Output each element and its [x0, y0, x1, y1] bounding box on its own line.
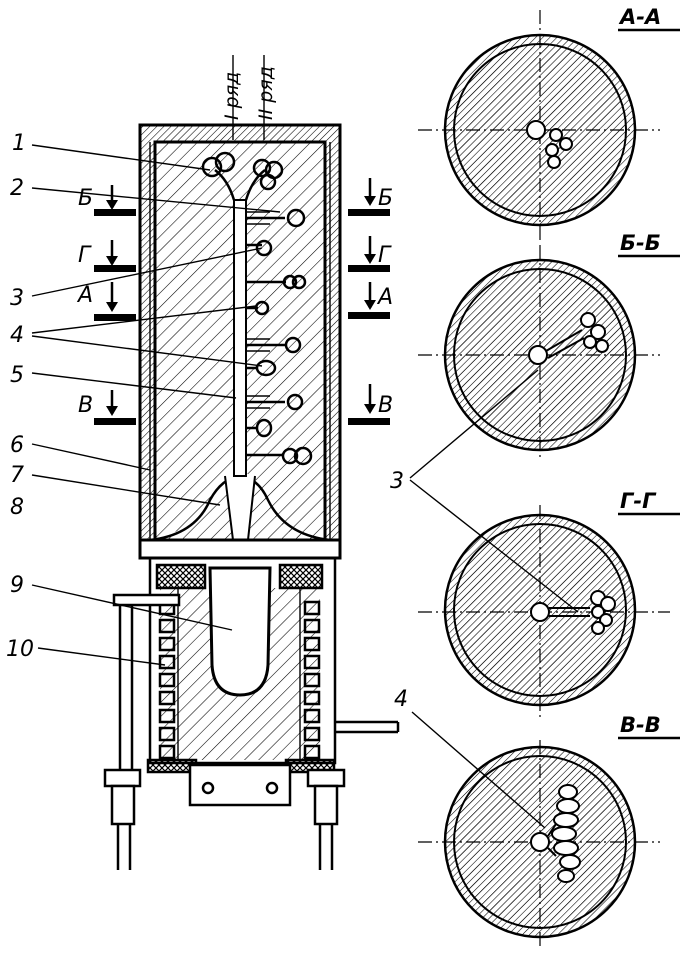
callout-6: 6	[10, 433, 24, 458]
section-title-aa: А-А	[618, 5, 661, 29]
row-label-1: I ряд	[221, 72, 243, 120]
callout-9: 9	[10, 573, 24, 598]
section-title-bb: Б-Б	[620, 231, 661, 255]
callout-5: 5	[10, 363, 24, 388]
row-label-2: II ряд	[255, 66, 277, 120]
callout-4: 4	[10, 323, 24, 348]
mark-v-left: В	[78, 393, 93, 418]
callout-3-right: 3	[390, 469, 404, 494]
section-title-gg: Г-Г	[620, 489, 657, 513]
insulator-left	[155, 563, 207, 590]
crucible	[208, 566, 272, 697]
callout-7: 7	[10, 463, 24, 488]
mark-a-right: А	[376, 285, 393, 310]
heating-coil-left	[158, 600, 176, 760]
base-plate	[138, 538, 342, 560]
mold-assembly	[103, 123, 400, 870]
callout-4-right: 4	[394, 687, 408, 712]
patterns-row-1	[246, 239, 277, 438]
section-title-vv: В-В	[620, 713, 661, 737]
callouts-right: 3 4	[390, 369, 579, 829]
callout-1: 1	[12, 131, 26, 156]
callout-2: 2	[10, 176, 24, 201]
heater-block	[146, 556, 337, 807]
lead-left	[103, 593, 181, 870]
patterns-row-2	[246, 208, 313, 466]
mark-b-left: Б	[78, 186, 93, 211]
insulator-right	[278, 563, 324, 590]
callout-8: 8	[10, 495, 24, 520]
callout-3: 3	[10, 286, 24, 311]
mark-g-left: Г	[78, 243, 92, 268]
mark-a-left: А	[76, 283, 93, 308]
section-bb: Б-Б	[418, 231, 680, 460]
heating-coil-right	[303, 600, 321, 760]
callout-10: 10	[6, 637, 34, 662]
sprue	[233, 199, 247, 477]
section-vv: В-В	[418, 713, 680, 950]
section-aa: А-А	[418, 5, 680, 240]
bottom-bracket	[188, 763, 292, 807]
mark-v-right: В	[378, 393, 393, 418]
section-gg: Г-Г	[418, 489, 680, 720]
mark-g-right: Г	[378, 243, 392, 268]
callouts-left: 1 2 3 4 5 6 7 8 9 10	[6, 131, 281, 666]
section-markers: Б Г А В Б Г А В	[76, 178, 393, 425]
mark-b-right: Б	[378, 186, 393, 211]
lead-right	[306, 720, 400, 870]
